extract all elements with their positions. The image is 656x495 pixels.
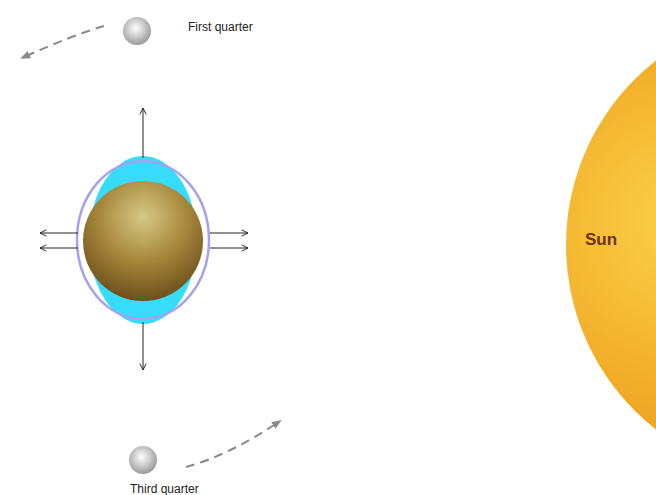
moon (129, 446, 157, 474)
sun-disc (566, 11, 656, 479)
phase-label: Third quarter (130, 482, 199, 495)
moon (123, 17, 151, 45)
sun-tide-outline (77, 161, 209, 319)
earth (83, 181, 203, 301)
orbit-arrow (186, 421, 280, 467)
sun-circle: Sun (565, 10, 656, 480)
phase-label: First quarter (188, 20, 253, 34)
orbit-arrow (22, 26, 104, 58)
sun-label: Sun (585, 230, 617, 250)
force-arrows (40, 108, 248, 370)
